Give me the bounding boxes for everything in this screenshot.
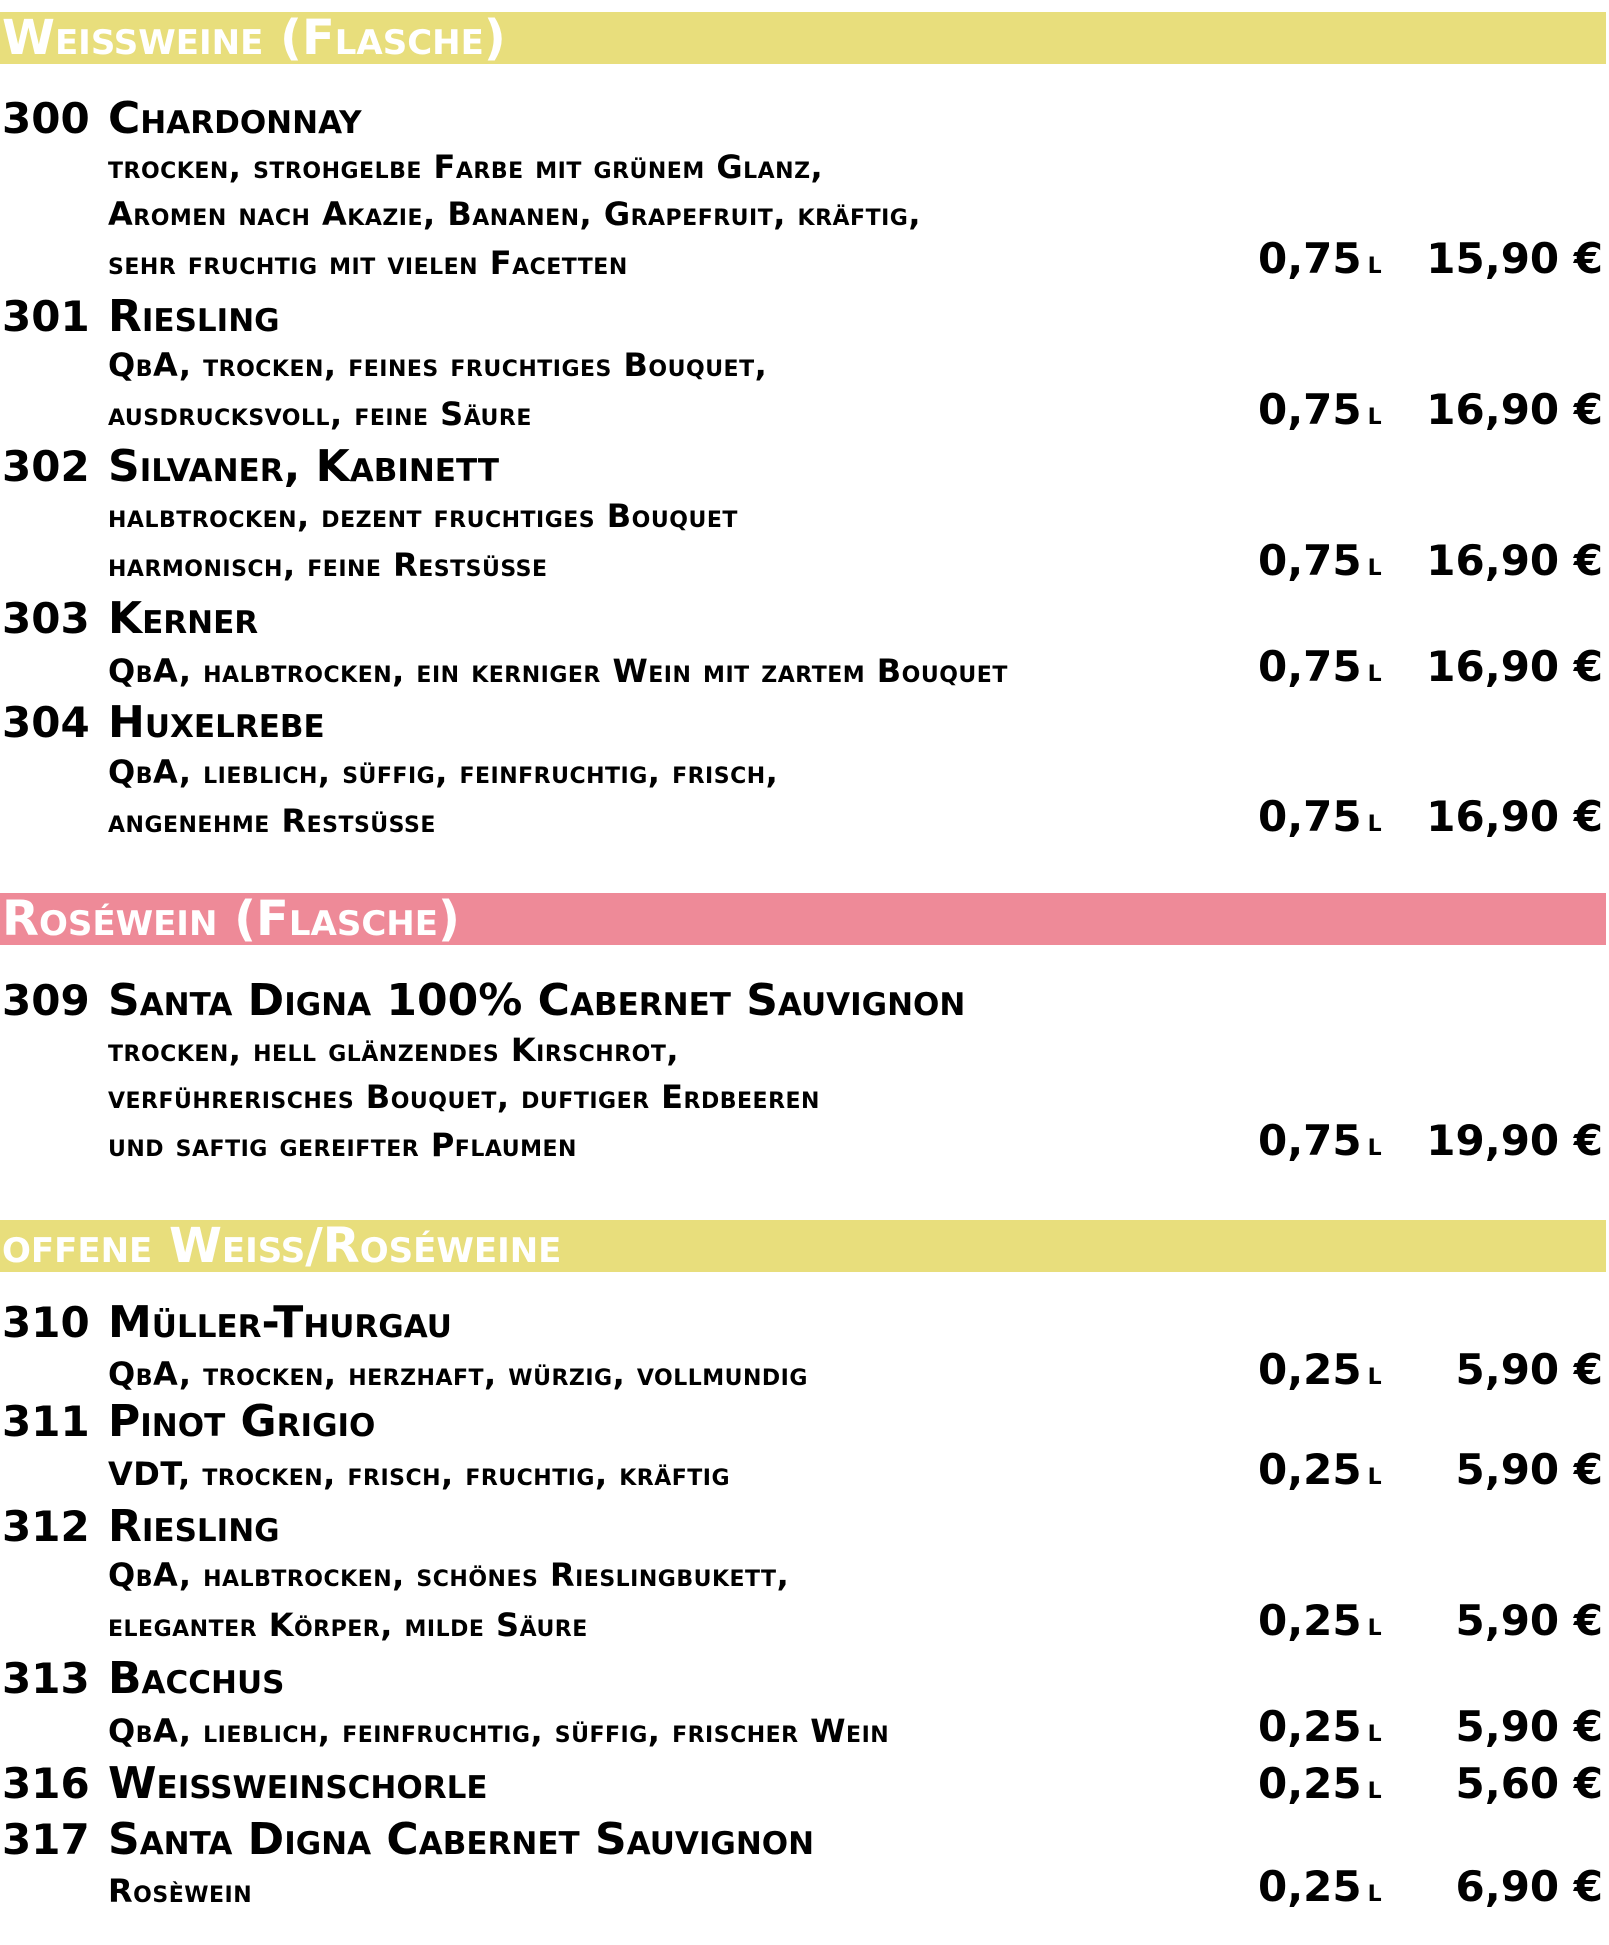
item-price: 5,90 € [1455, 1702, 1603, 1751]
volume-unit: l [1367, 545, 1382, 583]
item-description-line: ausdrucksvoll, feine Säure [108, 395, 532, 433]
volume-value: 0,75 [1258, 536, 1362, 585]
volume-value: 0,75 [1258, 234, 1362, 283]
item-description-line: eleganter Körper, milde Säure [108, 1606, 588, 1644]
volume-unit: l [1367, 1605, 1382, 1643]
volume-value: 0,75 [1258, 385, 1362, 434]
volume-unit: l [1367, 1711, 1382, 1749]
item-description-line: VDT, trocken, frisch, fruchtig, kräftig [108, 1455, 731, 1493]
item-name: Riesling [108, 291, 280, 342]
volume-value: 0,25 [1258, 1345, 1362, 1394]
item-number: 300 [2, 94, 90, 143]
section-header-weissweine: Weissweine (Flasche) [0, 12, 1606, 64]
item-description-line: halbtrocken, dezent fruchtiges Bouquet [108, 497, 738, 535]
item-description-line: trocken, strohgelbe Farbe mit grünem Gla… [108, 148, 824, 186]
item-description-line: Rosèwein [108, 1872, 253, 1910]
volume-unit: l [1367, 1871, 1382, 1909]
item-price: 16,90 € [1426, 385, 1603, 434]
item-number: 303 [2, 594, 90, 643]
item-price: 5,90 € [1455, 1345, 1603, 1394]
item-price: 16,90 € [1426, 536, 1603, 585]
section-title: Roséwein (Flasche) [2, 891, 460, 947]
item-name: Weissweinschorle [108, 1758, 488, 1809]
item-name: Müller-Thurgau [108, 1297, 452, 1348]
section-title: Weissweine (Flasche) [2, 10, 506, 66]
volume-unit: l [1367, 1354, 1382, 1392]
item-number: 302 [2, 442, 90, 491]
item-name: Santa Digna Cabernet Sauvignon [108, 1814, 815, 1865]
item-name: Huxelrebe [108, 697, 325, 748]
item-name: Riesling [108, 1501, 280, 1552]
item-number: 312 [2, 1502, 90, 1551]
item-price: 19,90 € [1426, 1116, 1603, 1165]
section-header-offene-weine: offene Weiss/Roséweine [0, 1220, 1606, 1272]
item-name: Bacchus [108, 1653, 285, 1704]
item-number: 301 [2, 292, 90, 341]
item-description-line: sehr fruchtig mit vielen Facetten [108, 244, 628, 282]
item-price: 16,90 € [1426, 792, 1603, 841]
item-description-line: QbA, halbtrocken, schönes Rieslingbukett… [108, 1556, 790, 1594]
item-description-line: QbA, trocken, feines fruchtiges Bouquet, [108, 346, 768, 384]
volume-unit: l [1367, 1454, 1382, 1492]
item-number: 313 [2, 1654, 90, 1703]
item-number: 311 [2, 1397, 90, 1446]
item-price: 15,90 € [1426, 234, 1603, 283]
item-number: 309 [2, 976, 90, 1025]
item-description-line: QbA, lieblich, feinfruchtig, süffig, fri… [108, 1712, 890, 1750]
volume-value: 0,25 [1258, 1445, 1362, 1494]
item-number: 317 [2, 1815, 90, 1864]
volume-value: 0,25 [1258, 1596, 1362, 1645]
item-name: Chardonnay [108, 93, 362, 144]
volume-value: 0,75 [1258, 792, 1362, 841]
item-number: 310 [2, 1298, 90, 1347]
item-description-line: verführerisches Bouquet, duftiger Erdbee… [108, 1078, 820, 1116]
volume-unit: l [1367, 651, 1382, 689]
section-title: offene Weiss/Roséweine [2, 1218, 562, 1274]
item-name: Kerner [108, 593, 259, 644]
volume-unit: l [1367, 1125, 1382, 1163]
item-price: 5,90 € [1455, 1596, 1603, 1645]
volume-unit: l [1367, 243, 1382, 281]
volume-value: 0,75 [1258, 642, 1362, 691]
volume-value: 0,25 [1258, 1702, 1362, 1751]
volume-value: 0,25 [1258, 1862, 1362, 1911]
item-name: Santa Digna 100% Cabernet Sauvignon [108, 975, 966, 1026]
volume-value: 0,25 [1258, 1759, 1362, 1808]
volume-value: 0,75 [1258, 1116, 1362, 1165]
item-description-line: Aromen nach Akazie, Bananen, Grapefruit,… [108, 195, 921, 233]
item-price: 16,90 € [1426, 642, 1603, 691]
item-price: 5,60 € [1455, 1759, 1603, 1808]
volume-unit: l [1367, 801, 1382, 839]
volume-unit: l [1367, 394, 1382, 432]
item-price: 6,90 € [1455, 1862, 1603, 1911]
section-header-rosewein: Roséwein (Flasche) [0, 893, 1606, 945]
item-number: 316 [2, 1759, 90, 1808]
item-description-line: QbA, trocken, herzhaft, würzig, vollmund… [108, 1355, 808, 1393]
item-description-line: angenehme Restsüsse [108, 802, 436, 840]
item-description-line: QbA, halbtrocken, ein kerniger Wein mit … [108, 652, 1008, 690]
item-price: 5,90 € [1455, 1445, 1603, 1494]
item-description-line: QbA, lieblich, süffig, feinfruchtig, fri… [108, 753, 779, 791]
item-name: Pinot Grigio [108, 1396, 376, 1447]
item-description-line: und saftig gereifter Pflaumen [108, 1126, 577, 1164]
item-description-line: trocken, hell glänzendes Kirschrot, [108, 1031, 680, 1069]
item-name: Silvaner, Kabinett [108, 441, 499, 492]
item-description-line: harmonisch, feine Restsüsse [108, 546, 548, 584]
item-number: 304 [2, 698, 90, 747]
volume-unit: l [1367, 1768, 1382, 1806]
